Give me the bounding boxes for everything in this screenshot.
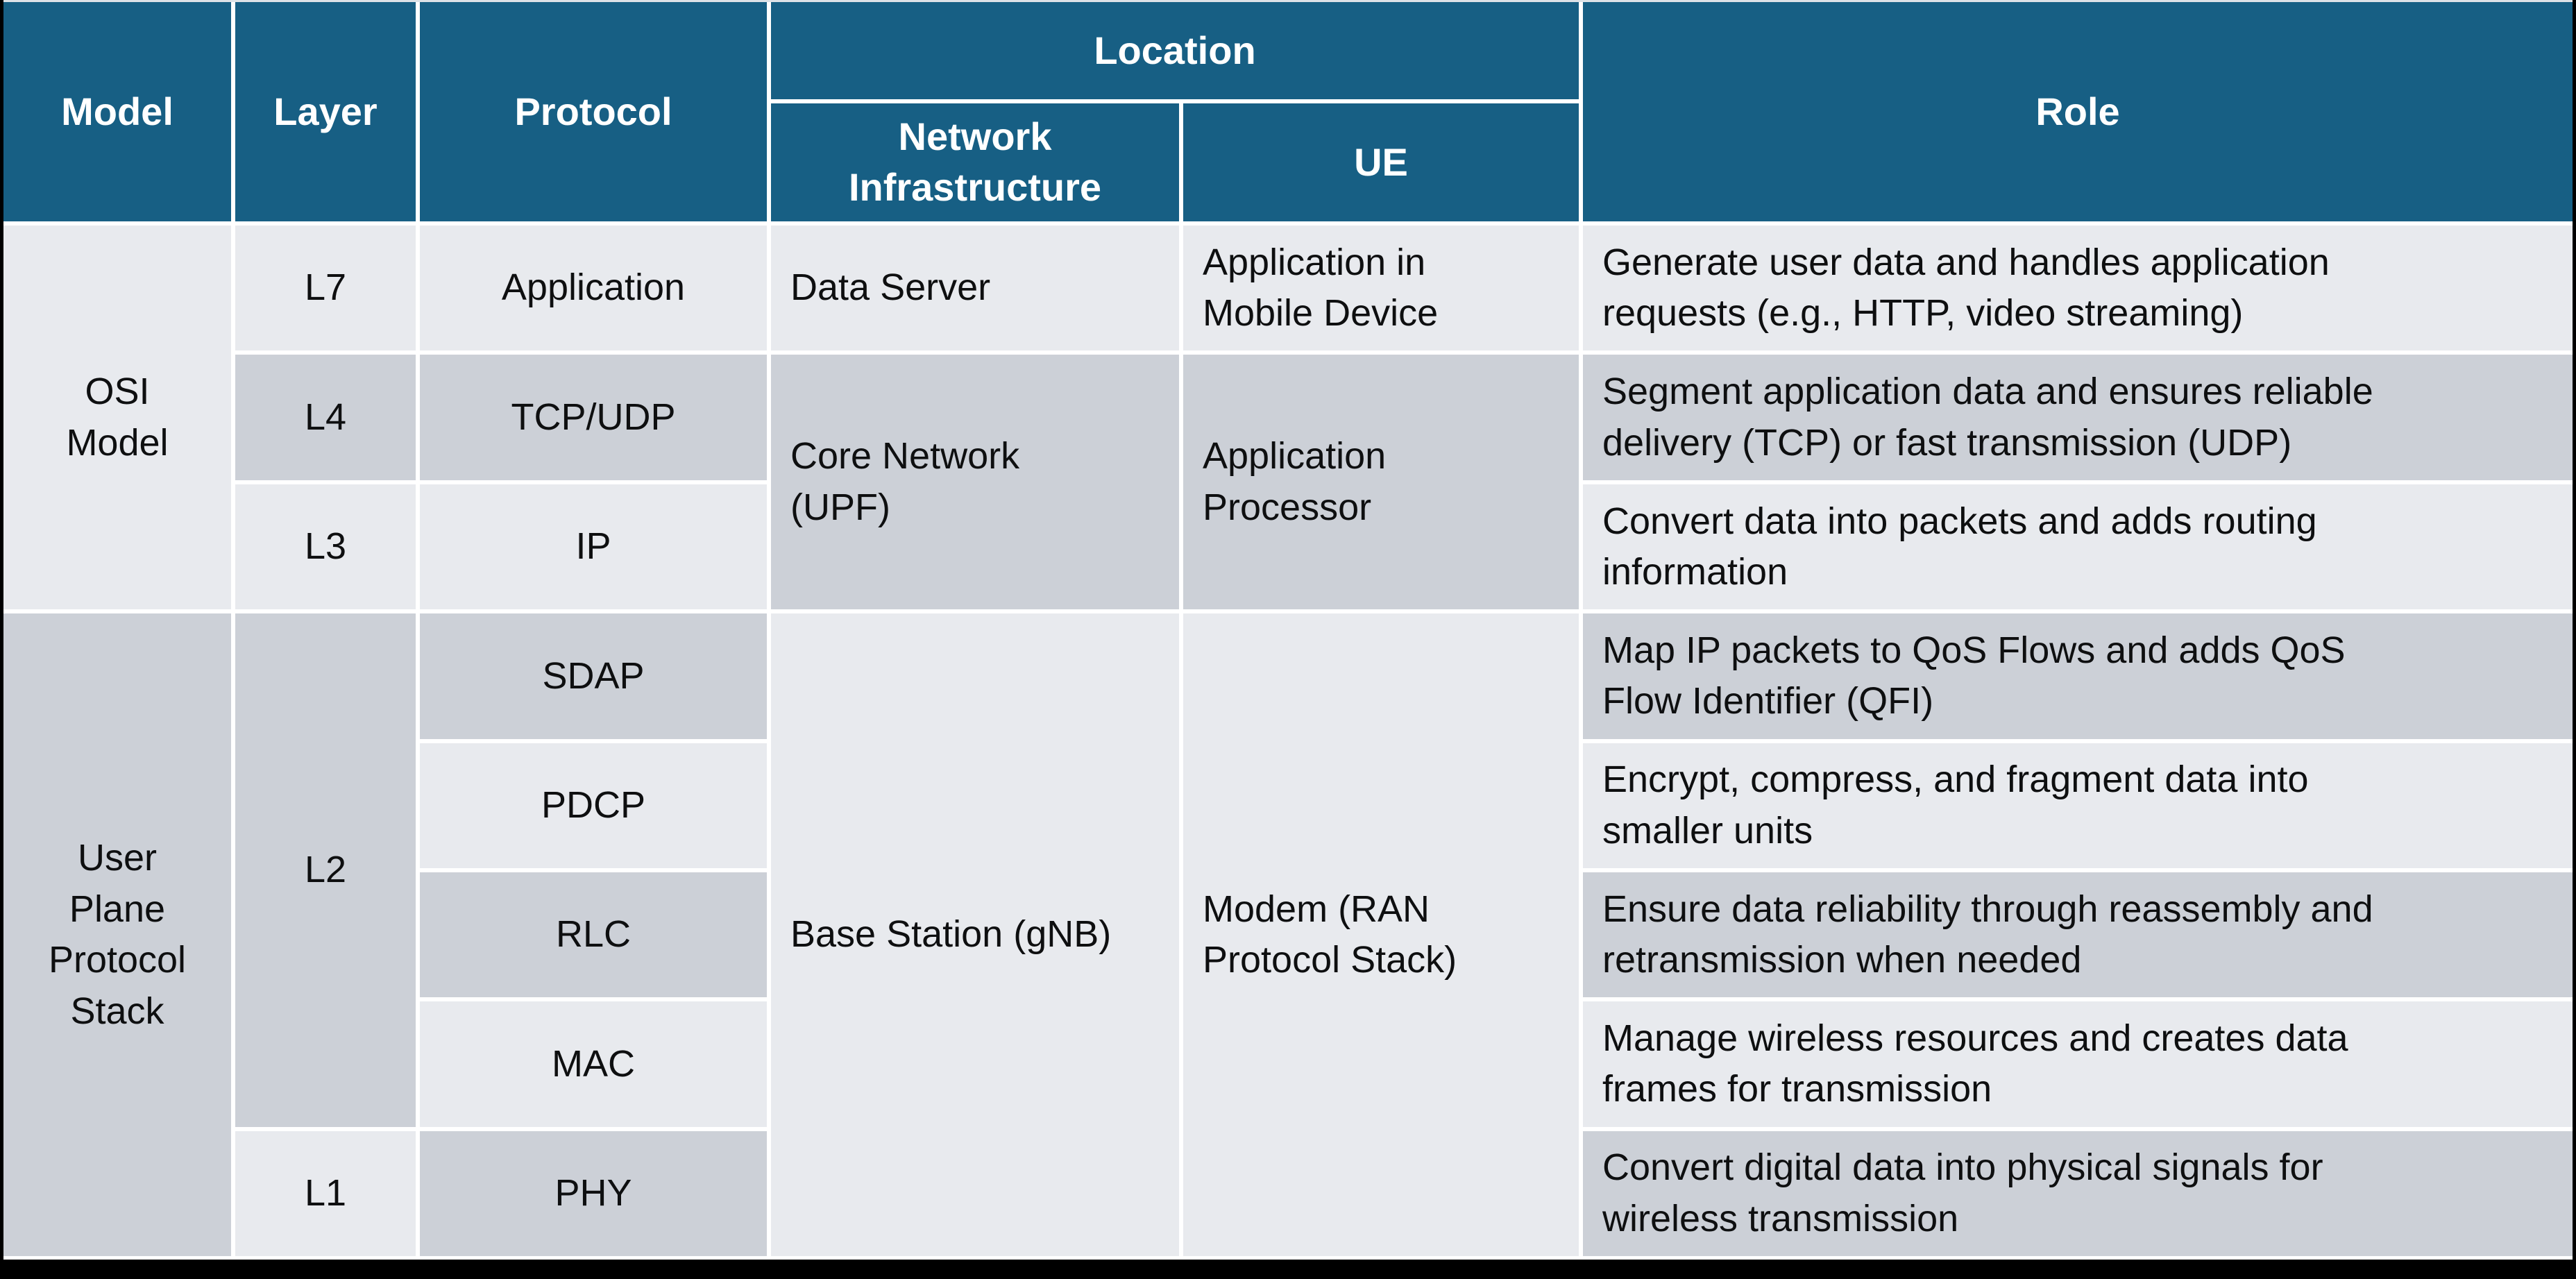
cell-role-mac: Manage wireless resources and creates da… [1583,1001,2573,1127]
cell-ni-core-network: Core Network (UPF) [771,355,1179,610]
cell-model-osi: OSI Model [3,226,231,610]
cell-protocol-sdap: SDAP [420,613,767,739]
cell-ue-application-in-mobile-device: Application in Mobile Device [1183,226,1579,351]
cell-role-sdap: Map IP packets to QoS Flows and adds QoS… [1583,613,2573,739]
cell-layer-l7: L7 [235,226,416,351]
cell-ue-application-processor: Application Processor [1183,355,1579,610]
header-ue: UE [1183,103,1579,221]
cell-protocol-tcp-udp: TCP/UDP [420,355,767,480]
cell-ue-modem: Modem (RAN Protocol Stack) [1183,613,1579,1256]
cell-protocol-application: Application [420,226,767,351]
cell-role-phy: Convert digital data into physical signa… [1583,1130,2573,1256]
header-location: Location [771,2,1579,99]
cell-ni-data-server: Data Server [771,226,1179,351]
protocol-stack-table: Model Layer Protocol Location Network In… [3,0,2573,1260]
cell-protocol-rlc: RLC [420,872,767,998]
cell-layer-l4: L4 [235,355,416,480]
header-layer: Layer [235,2,416,221]
cell-protocol-mac: MAC [420,1001,767,1127]
cell-role-ip: Convert data into packets and adds routi… [1583,484,2573,610]
cell-layer-l1: L1 [235,1130,416,1256]
cell-role-pdcp: Encrypt, compress, and fragment data int… [1583,743,2573,868]
cell-ni-base-station: Base Station (gNB) [771,613,1179,1256]
cell-protocol-pdcp: PDCP [420,743,767,868]
cell-layer-l2: L2 [235,613,416,1127]
cell-role-application: Generate user data and handles applicati… [1583,226,2573,351]
cell-layer-l3: L3 [235,484,416,610]
cell-role-tcp-udp: Segment application data and ensures rel… [1583,355,2573,480]
cell-protocol-phy: PHY [420,1130,767,1256]
header-role: Role [1583,2,2573,221]
header-model: Model [3,2,231,221]
cell-role-rlc: Ensure data reliability through reassemb… [1583,872,2573,998]
cell-protocol-ip: IP [420,484,767,610]
header-network-infrastructure: Network Infrastructure [771,103,1179,221]
cell-model-user-plane: User Plane Protocol Stack [3,613,231,1256]
header-protocol: Protocol [420,2,767,221]
